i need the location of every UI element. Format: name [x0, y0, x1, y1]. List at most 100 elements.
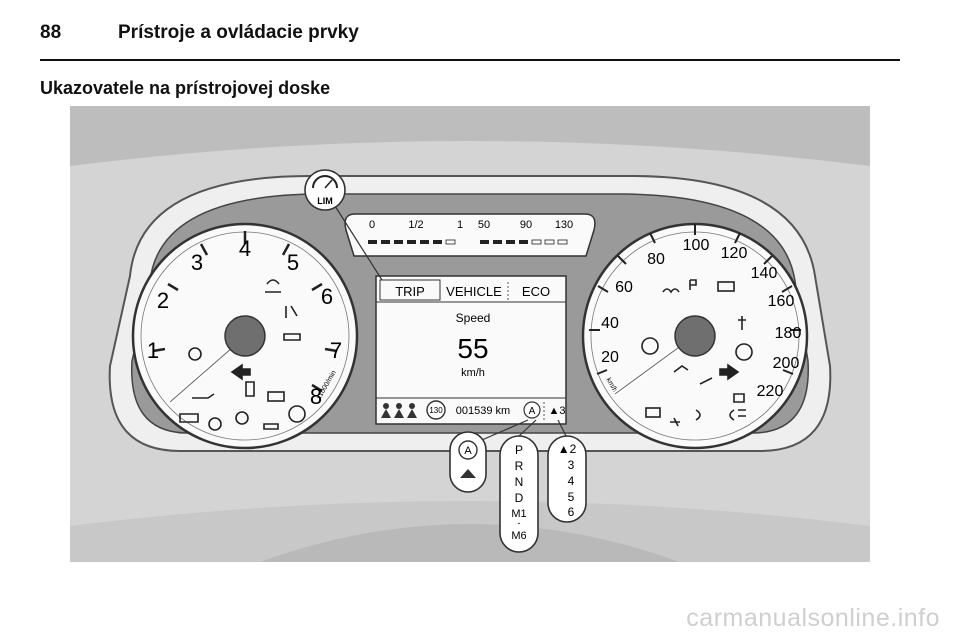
- speed-label: 160: [768, 293, 795, 310]
- tach-hub: [224, 315, 266, 357]
- abs-icon: [641, 337, 659, 355]
- temp-label: 50: [478, 219, 490, 231]
- tab-vehicle-label: VEHICLE: [446, 284, 502, 299]
- gear-select-callout: P R N D M1 - M6: [499, 419, 539, 553]
- manual-gear-option: 3: [568, 458, 575, 472]
- low-beam-icon: [645, 407, 661, 418]
- speed-caption: Speed: [456, 311, 491, 325]
- tab-eco-label: ECO: [522, 284, 550, 299]
- speed-label: 180: [775, 325, 802, 342]
- tach-label: 5: [287, 250, 299, 275]
- battery-icon: [267, 391, 285, 402]
- speed-value: 55: [457, 333, 488, 364]
- seatbelt-status-icons: [381, 403, 417, 418]
- brake-system-icon: [735, 343, 753, 361]
- tach-warning-icons: [179, 279, 306, 431]
- watermark: carmanualsonline.info: [686, 604, 940, 632]
- speed-label: 140: [751, 265, 778, 282]
- lim-label: LIM: [317, 196, 333, 206]
- lim-callout: LIM: [304, 169, 383, 281]
- fuel-gauge: 0 1/2 1: [368, 219, 463, 245]
- tach-label: 7: [330, 338, 342, 363]
- gear-option: N: [515, 475, 524, 489]
- temp-bar-segments: [480, 239, 568, 245]
- airbag-icon: [673, 365, 689, 373]
- speed-unit-display: km/h: [461, 367, 485, 379]
- fog-light-icon: [670, 417, 680, 427]
- auto-callout-symbol: A: [464, 445, 472, 457]
- fuel-label: 1: [457, 219, 463, 231]
- engine-icon: [179, 413, 199, 423]
- speed-label: 20: [601, 349, 619, 366]
- auto-stop-icon: [523, 401, 541, 419]
- stabilitrak-off-icon: [285, 305, 298, 318]
- gear-option: R: [515, 459, 524, 473]
- fuel-bar-segments: [368, 239, 456, 245]
- speed-limit-value: 130: [429, 406, 443, 415]
- traction-control-icon: [265, 279, 281, 293]
- manual-gear-option: 4: [568, 474, 575, 488]
- door-open-icon: [245, 381, 255, 397]
- speed-limit-sign: [426, 400, 446, 420]
- manual-gear-option: ▲2: [558, 442, 577, 456]
- tpms-icon: [288, 405, 306, 423]
- vehicle-ahead-icon: [283, 333, 301, 341]
- speedometer: 20 40 60 80 100 120 140 160 180 200 220 …: [581, 222, 809, 450]
- page-title: Prístroje a ovládacie prvky: [118, 22, 359, 43]
- service-wrench-icon: [699, 377, 713, 385]
- tab-trip-label: TRIP: [395, 284, 425, 299]
- turn-left-icon: [230, 363, 251, 381]
- fuel-label: 0: [369, 219, 375, 231]
- brake-pad-icon: [235, 411, 249, 425]
- speed-label: 40: [601, 315, 619, 332]
- speed-label: 200: [773, 355, 800, 372]
- speed-hub: [674, 315, 716, 357]
- tach-label: 3: [191, 250, 203, 275]
- tach-label: 4: [239, 236, 251, 261]
- gear-option: -: [518, 518, 521, 528]
- steering-icon: [208, 417, 222, 431]
- gear-option: M6: [511, 530, 526, 542]
- tab-trip: [379, 279, 441, 301]
- park-assist-icon: [689, 279, 697, 290]
- header-rule: [40, 59, 900, 61]
- glow-plug-icon: [662, 288, 680, 294]
- tach-label: 1: [147, 338, 159, 363]
- high-beam-icon: [717, 281, 735, 292]
- gear-option: P: [515, 443, 523, 457]
- tach-label: 6: [321, 284, 333, 309]
- turn-right-icon: [719, 363, 740, 381]
- speed-limiter-icon: [312, 175, 338, 189]
- top-gauge: [344, 213, 596, 257]
- temp-label: 90: [520, 219, 532, 231]
- gear-option: M1: [511, 508, 526, 520]
- tach-label: 8: [310, 384, 322, 409]
- speed-label: 100: [683, 237, 710, 254]
- tach-label: 2: [157, 288, 169, 313]
- speedo-warning-icons: [641, 279, 753, 427]
- auto-callout: A: [449, 419, 529, 493]
- section-title: Ukazovatele na prístrojovej doske: [40, 78, 331, 98]
- speed-label: 80: [647, 251, 665, 268]
- tachometer: 1 2 3 4 5 6 7 8 x1000/min: [131, 222, 359, 450]
- gear-option: D: [515, 491, 524, 505]
- manual-gear-callout: ▲2 3 4 5 6: [547, 419, 587, 523]
- immobilizer-icon: [733, 393, 745, 403]
- speed-label: 60: [615, 279, 633, 296]
- manual-gear-option: 6: [568, 505, 575, 519]
- car-lift-icon: [263, 423, 279, 430]
- gear-indicator: ▲3: [548, 405, 565, 417]
- speed-label: 120: [721, 245, 748, 262]
- auto-stop-symbol: A: [529, 406, 536, 417]
- temperature-gauge: 50 90 130: [478, 219, 573, 245]
- manual-gear-option: 5: [568, 490, 575, 504]
- front-fog-icon: [695, 409, 701, 421]
- page-number: 88: [40, 22, 62, 43]
- fuel-label: 1/2: [408, 219, 423, 231]
- speed-label: 220: [757, 383, 784, 400]
- engine-hood-icon: [460, 469, 476, 478]
- info-display: TRIP VEHICLE ECO Speed 55 km/h 130 00153…: [375, 275, 567, 425]
- oil-pressure-icon: [192, 393, 215, 399]
- rear-fog-icon: [729, 409, 746, 421]
- odometer: 001539 km: [456, 405, 510, 417]
